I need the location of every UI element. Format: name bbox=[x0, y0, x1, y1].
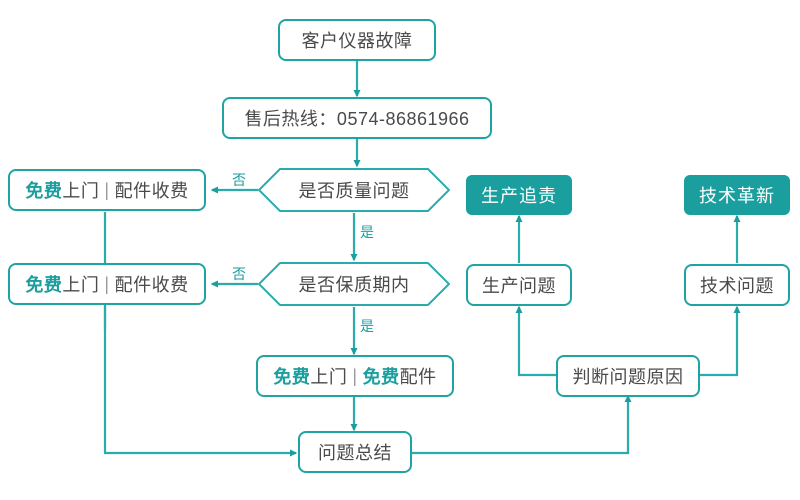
onsite-label-3: 上门 bbox=[310, 367, 348, 387]
node-summary-label: 问题总结 bbox=[318, 443, 392, 463]
node-summary[interactable]: 问题总结 bbox=[298, 431, 412, 473]
edge-label-quality-no-text: 否 bbox=[232, 172, 246, 188]
free-label-2: 免费 bbox=[25, 275, 63, 295]
paid-parts-label-1: 配件收费 bbox=[114, 181, 189, 201]
edge-label-quality-yes-text: 是 bbox=[360, 224, 374, 240]
node-decision-warranty-label: 是否保质期内 bbox=[298, 275, 410, 295]
node-decision-quality[interactable]: 是否质量问题 bbox=[258, 168, 450, 212]
edge-label-quality-yes: 是 bbox=[360, 222, 374, 242]
node-free-onsite-paid-parts-2[interactable]: 免费上门|配件收费 bbox=[8, 263, 206, 305]
node-technical-innovation[interactable]: 技术革新 bbox=[684, 175, 790, 215]
node-judge-cause-label: 判断问题原因 bbox=[572, 367, 684, 387]
node-hotline-label: 售后热线：0574-86861966 bbox=[244, 109, 470, 129]
node-decision-quality-label: 是否质量问题 bbox=[298, 181, 410, 201]
onsite-label-2: 上门 bbox=[62, 275, 100, 295]
edge-label-warranty-yes-text: 是 bbox=[360, 318, 374, 334]
free-label-1: 免费 bbox=[25, 181, 63, 201]
hexagon-outline-quality bbox=[258, 168, 450, 212]
node-technical-issue-label: 技术问题 bbox=[700, 276, 774, 296]
node-decision-warranty[interactable]: 是否保质期内 bbox=[258, 262, 450, 306]
edge-label-quality-no: 否 bbox=[232, 170, 246, 190]
node-technical-innovation-label: 技术革新 bbox=[699, 186, 775, 206]
node-free-onsite-paid-parts-1[interactable]: 免费上门|配件收费 bbox=[8, 169, 206, 211]
node-production-issue-label: 生产问题 bbox=[482, 276, 556, 296]
node-judge-cause[interactable]: 判断问题原因 bbox=[556, 355, 700, 397]
edge-free1-to-summary bbox=[103, 212, 298, 457]
edge-label-warranty-yes: 是 bbox=[360, 316, 374, 336]
node-technical-issue[interactable]: 技术问题 bbox=[684, 264, 790, 306]
separator-1: | bbox=[104, 179, 110, 200]
node-start[interactable]: 客户仪器故障 bbox=[278, 19, 436, 61]
edge-judge-to-prod-issue bbox=[515, 305, 556, 377]
edge-summary-to-judge bbox=[412, 394, 632, 455]
free-label-3: 免费 bbox=[273, 367, 311, 387]
node-production-accountability[interactable]: 生产追责 bbox=[466, 175, 572, 215]
hexagon-outline-warranty bbox=[258, 262, 450, 306]
free-label-4: 免费 bbox=[362, 367, 400, 387]
node-production-issue[interactable]: 生产问题 bbox=[466, 264, 572, 306]
node-start-label: 客户仪器故障 bbox=[301, 31, 413, 51]
onsite-label-1: 上门 bbox=[62, 181, 100, 201]
node-production-accountability-label: 生产追责 bbox=[481, 186, 557, 206]
node-free-onsite-free-parts[interactable]: 免费上门|免费配件 bbox=[256, 355, 454, 397]
edge-label-warranty-no-text: 否 bbox=[232, 266, 246, 282]
edge-label-warranty-no: 否 bbox=[232, 264, 246, 284]
paid-parts-label-2: 配件收费 bbox=[114, 275, 189, 295]
node-hotline[interactable]: 售后热线：0574-86861966 bbox=[222, 97, 492, 139]
separator-2: | bbox=[104, 273, 110, 294]
edge-judge-to-tech-issue bbox=[700, 305, 741, 377]
parts-label-3: 配件 bbox=[399, 367, 437, 387]
separator-3: | bbox=[352, 365, 358, 386]
